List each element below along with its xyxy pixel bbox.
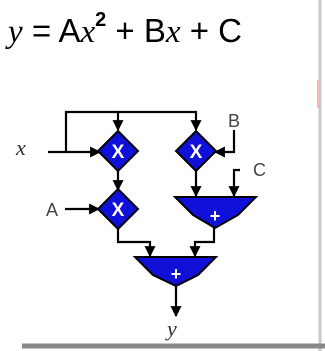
wire-x-loop bbox=[64, 110, 124, 152]
mult-x-squared-symbol: X bbox=[112, 142, 125, 163]
formula-exponent: 2 bbox=[95, 9, 107, 31]
input-label-x: x bbox=[15, 135, 26, 160]
input-label-a: A bbox=[46, 200, 58, 220]
wire-c-input bbox=[228, 168, 240, 198]
wire-x-to-mult3 bbox=[118, 110, 202, 132]
formula-coef-a: A bbox=[58, 12, 81, 49]
wire-mult2-to-add2 bbox=[116, 228, 156, 258]
add-final: + bbox=[132, 256, 219, 288]
mult-a-times-x2-symbol: X bbox=[112, 200, 125, 221]
formula-y: y bbox=[8, 14, 23, 50]
formula-plus-2: + bbox=[180, 12, 219, 49]
input-label-b: B bbox=[228, 111, 240, 131]
formula-x-squared-var: x bbox=[80, 14, 96, 50]
equation-formula: y = Ax2 + Bx + C bbox=[8, 10, 242, 50]
add-bx-c-symbol: + bbox=[210, 206, 221, 226]
add-bx-c: + bbox=[172, 196, 259, 230]
wire-add1-to-add2 bbox=[189, 228, 216, 258]
formula-plus-1: + bbox=[106, 12, 144, 49]
multiplier-block bbox=[96, 129, 140, 173]
formula-equals: = bbox=[22, 12, 59, 49]
formula-coef-b: B bbox=[143, 12, 166, 49]
output-label-y: y bbox=[165, 316, 177, 341]
mult-b-times-x: X bbox=[174, 129, 218, 173]
wires bbox=[48, 110, 240, 318]
input-label-c: C bbox=[253, 160, 266, 180]
mult-a-times-x2: X bbox=[96, 187, 140, 231]
adder-block bbox=[172, 196, 259, 230]
mult-b-times-x-symbol: X bbox=[190, 142, 203, 163]
multiplier-block bbox=[96, 187, 140, 231]
wire-b-input bbox=[213, 130, 236, 158]
formula-x-var: x bbox=[165, 14, 181, 50]
add-final-symbol: + bbox=[171, 264, 182, 284]
mult-x-squared: X bbox=[96, 129, 140, 173]
formula-coef-c: C bbox=[218, 12, 242, 49]
multiplier-block bbox=[174, 129, 218, 173]
adder-block bbox=[132, 256, 219, 288]
